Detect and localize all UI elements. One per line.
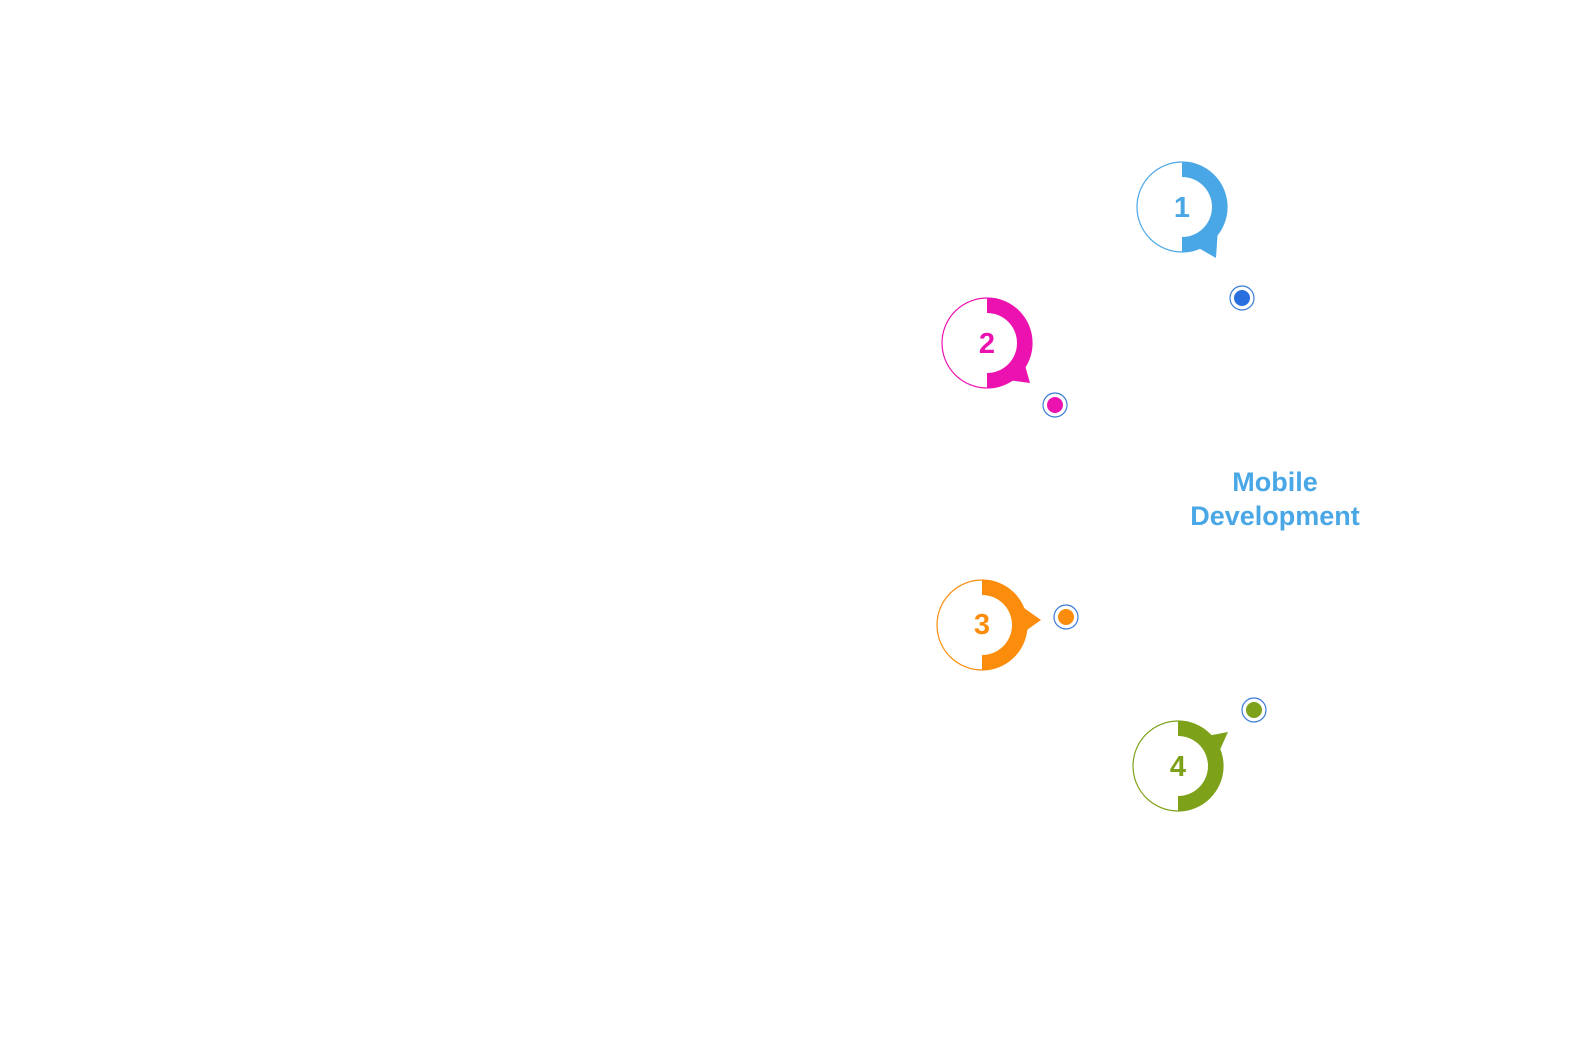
center-title-line-1: Mobile: [1232, 467, 1318, 497]
step-1-number: 1: [1174, 192, 1190, 224]
step-1-tail: [1195, 228, 1218, 258]
step-2-dot: [1042, 392, 1068, 418]
step-3-half-ring: [982, 580, 1027, 670]
step-2-badge: 2: [941, 297, 1033, 389]
step-4-number: 4: [1170, 751, 1186, 783]
step-1-half-ring: [1182, 162, 1227, 252]
step-4-dot: [1241, 697, 1267, 723]
step-3-badge: 3: [936, 579, 1041, 671]
step-3-dot: [1053, 604, 1079, 630]
step-2-half-ring: [987, 298, 1032, 388]
step-1-dot: [1229, 285, 1255, 311]
step-2-number: 2: [979, 328, 995, 360]
step-1-badge: 1: [1136, 161, 1228, 258]
step-4-badge: 4: [1132, 720, 1228, 812]
step-3-number: 3: [974, 609, 990, 641]
center-title-line-2: Development: [1190, 501, 1360, 531]
step-2-tail: [1008, 362, 1030, 383]
center-title: Mobile Development: [1135, 465, 1415, 533]
step-4-tail: [1207, 732, 1228, 754]
step-3-tail: [1024, 608, 1041, 632]
